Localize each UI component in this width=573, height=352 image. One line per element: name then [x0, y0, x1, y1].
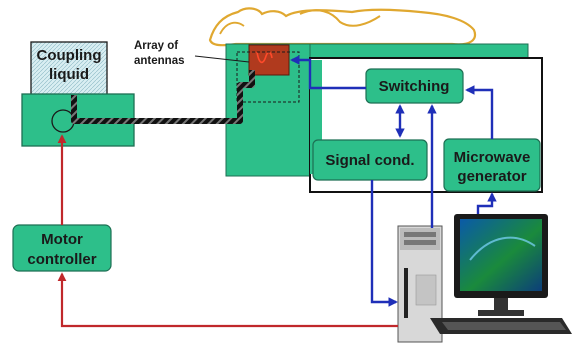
array-of-antennas-label-line2: antennas — [134, 55, 185, 67]
signal-cond-node — [312, 139, 428, 181]
switching-label: Switching — [379, 78, 450, 95]
coupling-tube — [71, 70, 255, 124]
subject-arm — [299, 9, 381, 27]
computer-icon — [397, 214, 572, 343]
coupling-liquid-label-line1: Coupling — [37, 47, 102, 64]
arrow-signal-cond-to-computer — [370, 180, 398, 307]
antenna-leader-line — [194, 55, 250, 63]
antenna-wave — [256, 51, 273, 64]
signal-cond-label: Signal cond. — [325, 152, 414, 169]
arrow-computer-to-microwave — [476, 192, 497, 214]
arrow-switching-to-antennas — [290, 55, 366, 90]
arrow-computer-to-motor-controller — [57, 272, 398, 328]
subject-head-detail — [219, 21, 245, 35]
switching-node — [365, 68, 464, 104]
microwave-generator-label-line1: Microwave — [454, 149, 531, 166]
microwave-generator-label-line2: generator — [457, 168, 526, 185]
motor-controller-label-line1: Motor — [41, 231, 83, 248]
pump-motor-icon — [51, 109, 75, 133]
antenna-block — [248, 44, 290, 76]
coupling-liquid-label-line2: liquid — [49, 66, 89, 83]
arrow-microwave-to-switching — [465, 85, 494, 139]
antenna-dashed-frame — [236, 51, 300, 103]
coupling-liquid-box — [30, 41, 108, 96]
subject-outline — [208, 7, 477, 47]
motor-controller-label-line2: controller — [27, 251, 96, 268]
array-of-antennas-label-line1: Array of — [134, 40, 178, 52]
